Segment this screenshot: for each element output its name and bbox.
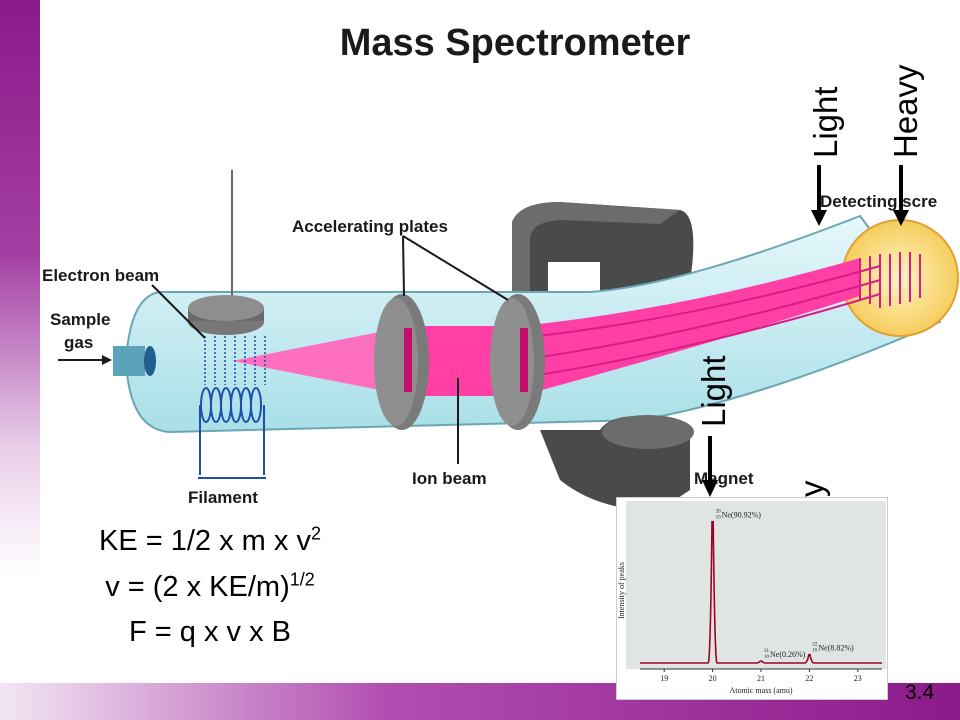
left-accent-bar	[0, 0, 40, 720]
label-filament: Filament	[188, 488, 258, 507]
label-accelerating-plates: Accelerating plates	[292, 217, 448, 236]
formula-v-base: v = (2 x KE/m)	[105, 571, 290, 603]
sample-gas-arrow	[58, 355, 112, 365]
accelerating-plate-1	[374, 294, 429, 430]
beam-separation-lines	[859, 252, 921, 308]
arrow-mid-light	[702, 436, 718, 497]
leader-lines	[151, 235, 509, 464]
formula-ke-base: KE = 1/2 x m x v	[99, 525, 311, 557]
formula-v-exponent: 1/2	[289, 569, 315, 590]
chart-plot-area	[626, 501, 886, 669]
accelerating-plate-2	[490, 294, 545, 430]
formula-force: F = q x v x B	[40, 618, 380, 647]
label-detecting-screen: Detecting scre	[820, 192, 937, 211]
formula-kinetic-energy: KE = 1/2 x m x v2	[40, 524, 380, 557]
label-top-heavy: Heavy	[887, 64, 924, 158]
x-tick-label: 22	[805, 674, 813, 683]
x-tick-label: 20	[709, 674, 717, 683]
peak-mass-number: 20	[716, 510, 722, 515]
peak-mass-number: 21	[764, 649, 770, 654]
arrow-top-light	[811, 165, 827, 226]
arrow-top-heavy	[893, 165, 909, 226]
label-magnet: Magnet	[694, 469, 754, 488]
peak-atomic-number: 10	[716, 516, 722, 521]
label-mid-light: Light	[695, 355, 732, 427]
x-tick-label: 19	[660, 674, 668, 683]
chart-ylabel: Intensity of peaks	[617, 562, 626, 619]
electron-source	[188, 170, 266, 479]
page-title: Mass Spectrometer	[340, 22, 691, 64]
label-sample-gas-line2: gas	[64, 333, 93, 352]
label-top-light: Light	[807, 86, 844, 158]
label-electron-beam: Electron beam	[42, 266, 159, 285]
formula-force-text: F = q x v x B	[129, 616, 291, 648]
label-ion-beam: Ion beam	[412, 469, 487, 488]
formula-velocity: v = (2 x KE/m)1/2	[40, 570, 380, 603]
magnet-bottom	[540, 415, 694, 511]
formula-ke-exponent: 2	[310, 523, 321, 544]
chart-xlabel: Atomic mass (amu)	[729, 686, 792, 695]
peak-mass-number: 22	[812, 643, 818, 648]
x-tick-label: 21	[757, 674, 765, 683]
spectrum-line	[640, 520, 882, 664]
slide-number: 3.4	[905, 681, 935, 704]
peak-atomic-number: 10	[812, 649, 818, 654]
chart-x-ticks: 19 20 21 22 23	[660, 669, 862, 683]
label-sample-gas-line1: Sample	[50, 310, 110, 329]
peak-label-text: Ne(90.92%)	[722, 511, 762, 520]
peak-label-text: Ne(8.82%)	[818, 644, 854, 653]
gas-inlet-nozzle	[113, 346, 145, 376]
peak-label-text: Ne(0.26%)	[770, 650, 806, 659]
peak-atomic-number: 10	[764, 655, 770, 660]
x-tick-label: 23	[854, 674, 862, 683]
